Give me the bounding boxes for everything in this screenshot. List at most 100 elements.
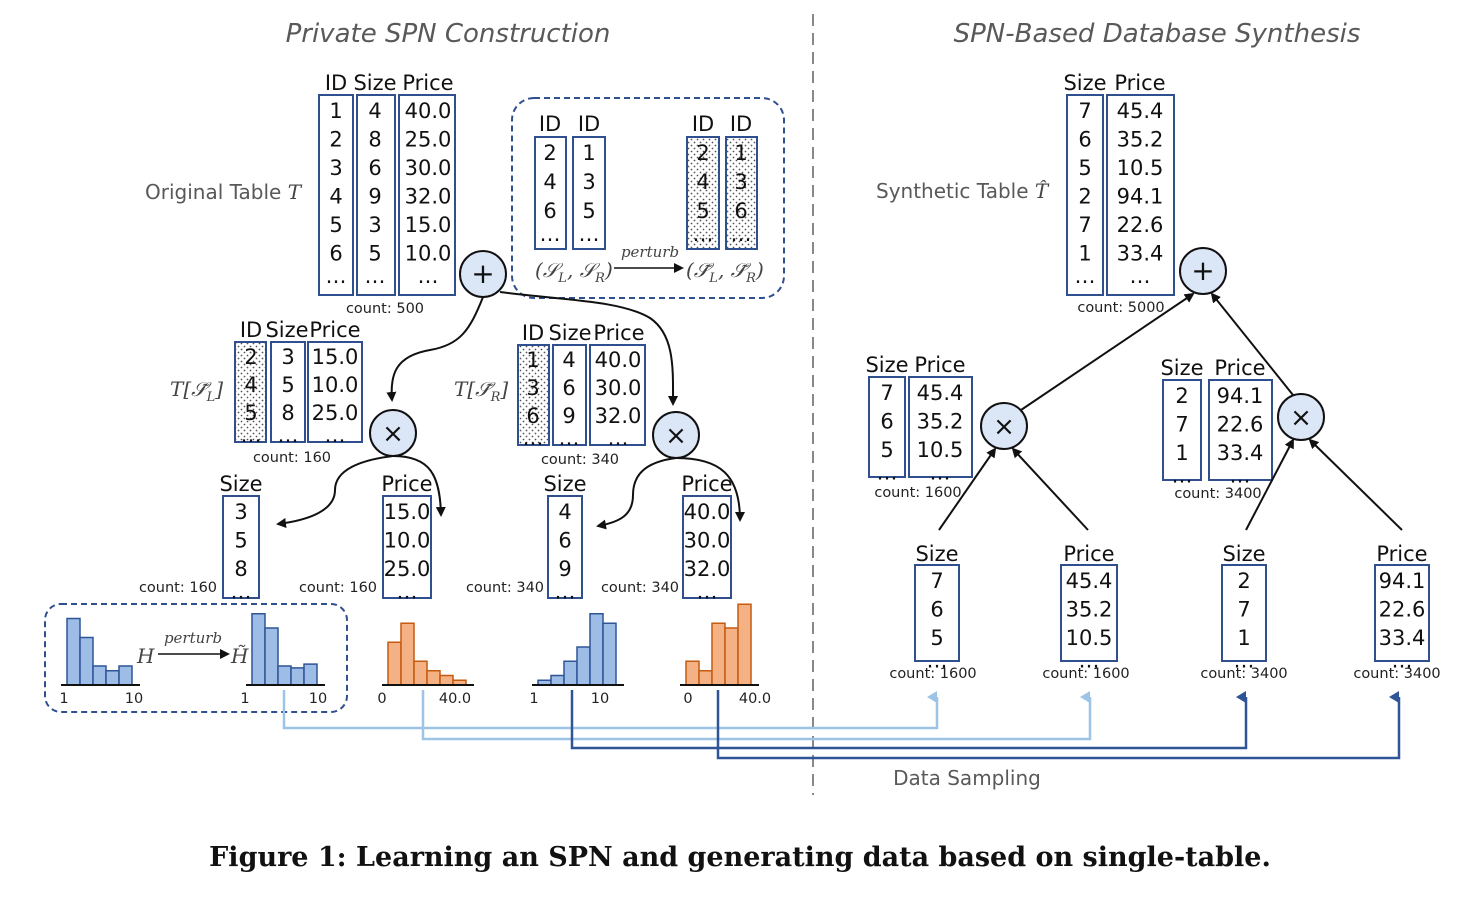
- product-node-syn-right: [1277, 393, 1325, 441]
- leaf-cell: …: [697, 580, 718, 604]
- syn-left-subtable: Size Price 765…45.435.210.5… count: 1600: [865, 353, 973, 501]
- syn-size-column: [1066, 94, 1104, 296]
- sr-cell: …: [579, 222, 600, 246]
- leaf-cell: 40.0: [684, 500, 731, 524]
- leaf-column: [1060, 564, 1118, 662]
- left-subtable: T[𝒮̃L] ID Size Price 245…358…15.010.025.…: [170, 318, 363, 466]
- histogram-bar: [685, 660, 700, 686]
- leaf-cell: …: [1079, 649, 1100, 673]
- sl-tilde-column: [686, 136, 720, 250]
- price-cell: 25.0: [312, 401, 359, 425]
- size-cell: 6: [368, 156, 381, 180]
- id-cell: 2: [244, 345, 257, 369]
- price-cell: …: [418, 264, 439, 288]
- histogram-tick: 1: [240, 691, 249, 707]
- sl-cell: 2: [543, 141, 556, 165]
- size-cell: 4: [368, 99, 381, 123]
- perturb-frame: [511, 97, 785, 299]
- syn-price-column: [1106, 94, 1175, 296]
- price-cell: 15.0: [312, 345, 359, 369]
- sampling-line: [570, 690, 1248, 750]
- header-size: Size: [353, 71, 396, 95]
- syn-left-header-size: Size: [865, 353, 908, 377]
- synthetic-table-label: Synthetic Table T̂: [876, 179, 1050, 203]
- leaf-cell: …: [927, 649, 948, 673]
- price-cell: 33.4: [1117, 242, 1164, 266]
- size-cell: 6: [562, 376, 575, 400]
- product-symbol: ×: [993, 412, 1015, 442]
- right-sub-header-id: ID: [522, 321, 544, 345]
- price-cell: 94.1: [1117, 185, 1164, 209]
- left-sub-header-price: Price: [309, 318, 360, 342]
- id-cell: 3: [526, 376, 539, 400]
- histogram-tick: 40.0: [739, 691, 771, 707]
- leaf-count: count: 340: [601, 580, 679, 596]
- leaf-header: Price: [1063, 542, 1114, 566]
- price-cell: 22.6: [1217, 413, 1264, 437]
- size-cell: …: [1172, 464, 1193, 488]
- leaf-header: Size: [543, 472, 586, 496]
- histogram-bar: [92, 665, 107, 686]
- leaf-cell: 1: [1237, 626, 1250, 650]
- histogram-tick: 10: [125, 691, 143, 707]
- histogram-tick: 0: [683, 691, 692, 707]
- leaf-cell: 94.1: [1379, 569, 1426, 593]
- left-sub-price-column: [307, 341, 363, 443]
- id-cell: …: [523, 426, 544, 450]
- leaf-cell: 33.4: [1379, 626, 1426, 650]
- edge-product-to-price-leaf: [392, 455, 446, 517]
- edge-price-leaf-to-product: [1011, 447, 1089, 531]
- price-cell: 45.4: [1117, 99, 1164, 123]
- leaf-cell: 9: [558, 557, 571, 581]
- sr-tilde-cell: 1: [734, 141, 747, 165]
- right-section-title: SPN-Based Database Synthesis: [954, 19, 1361, 49]
- leaf-cell: …: [555, 580, 576, 604]
- right-sub-price-column: [589, 344, 646, 446]
- size-cell: …: [365, 264, 386, 288]
- leaf-cell: 7: [930, 569, 943, 593]
- perturb-partition-box: ID ID ID ID 246…135…245…136… (𝒮L, 𝒮R) pe…: [511, 97, 785, 299]
- sl-tilde-cell: 2: [696, 141, 709, 165]
- price-cell: 10.5: [917, 438, 964, 462]
- size-cell: …: [1075, 264, 1096, 288]
- id-cell: 2: [329, 128, 342, 152]
- header-id: ID: [325, 71, 347, 95]
- leaf-cell: 5: [930, 626, 943, 650]
- size-cell: 8: [368, 128, 381, 152]
- data-sampling-label: Data Sampling: [893, 766, 1041, 790]
- histogram-bar: [400, 622, 415, 686]
- sum-symbol: +: [471, 257, 494, 290]
- sum-node-right: [1179, 247, 1227, 295]
- histogram-tick: 1: [529, 691, 538, 707]
- histogram-tick: 40.0: [439, 691, 471, 707]
- sl-cell: …: [540, 222, 561, 246]
- histogram-bar: [589, 613, 604, 686]
- histogram-tick: 10: [591, 691, 609, 707]
- sl-cell: 6: [543, 199, 556, 223]
- histogram-bar: [290, 667, 305, 686]
- id-cell: 5: [329, 213, 342, 237]
- histogram-bar: [413, 660, 428, 686]
- leaf-header: Price: [681, 472, 732, 496]
- edge-left-product-to-sum: [1020, 292, 1195, 411]
- leaf-cell: 35.2: [1066, 598, 1113, 622]
- size-cell: 4: [562, 348, 575, 372]
- histogram-bar: [563, 660, 578, 686]
- syn-left-price-column: [908, 376, 973, 478]
- histogram-tick: 10: [309, 691, 327, 707]
- edge-price-leaf-to-product: [1308, 438, 1403, 531]
- sl-column: [534, 136, 567, 250]
- sl-header: ID: [539, 112, 561, 136]
- leaf-cell: 15.0: [384, 500, 431, 524]
- size-cell: …: [278, 423, 299, 447]
- sr-tilde-header: ID: [730, 112, 752, 136]
- leaf-cell: 10.0: [384, 529, 431, 553]
- price-cell: 10.0: [312, 373, 359, 397]
- leaf-cell: …: [1392, 649, 1413, 673]
- leaf-cell: 45.4: [1066, 569, 1113, 593]
- sr-tilde-cell: …: [731, 222, 752, 246]
- leaf-count: count: 1600: [889, 666, 976, 682]
- histogram-bar: [711, 622, 726, 686]
- leaf-count: count: 160: [299, 580, 377, 596]
- synthetic-table: Synthetic Table T̂ Size Price 765271…45.…: [876, 71, 1175, 316]
